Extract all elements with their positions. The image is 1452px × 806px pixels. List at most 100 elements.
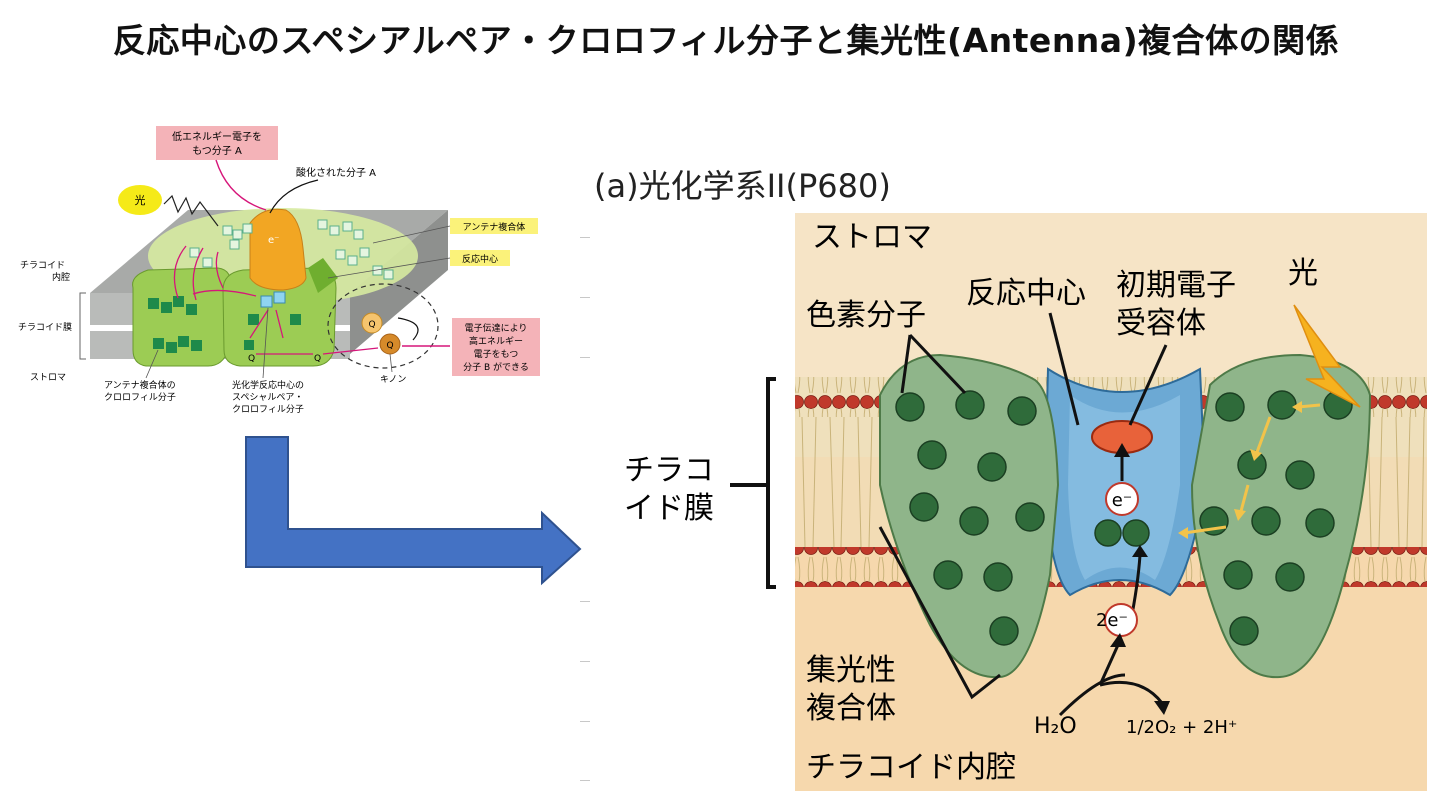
antenna-complex-block (132, 267, 231, 367)
axis-tick (580, 297, 590, 298)
axis-tick (580, 780, 590, 781)
pigment-leader-2 (908, 333, 967, 395)
rc-leader (327, 257, 451, 279)
electron-in-arrow (215, 159, 267, 211)
pigment-leader-1 (900, 334, 912, 394)
p680-right (1122, 519, 1150, 547)
rc-green-wedge (308, 258, 338, 293)
panel-header: (a)光化学系II(P680) (594, 167, 891, 205)
energy-transfer-heads (1178, 401, 1302, 539)
quinone-a-label: Q (368, 320, 375, 330)
special-pair-line1: 光化学反応中心の (232, 379, 304, 391)
quinone-region (327, 283, 439, 369)
orange-reaction-protein (249, 208, 307, 291)
lhc-leader (878, 526, 1001, 700)
electron-mark: e⁻ (268, 235, 279, 246)
axis-tick (580, 721, 590, 722)
light-badge (118, 185, 162, 215)
to-quinone-arrow (322, 347, 379, 355)
pigment-molecules-left (895, 390, 1045, 646)
special-pair-line2: スペシャルペア・ (232, 393, 303, 403)
membrane-label: チラコイド膜 (18, 322, 72, 333)
light-zigzag (163, 194, 219, 227)
lhc-right (1190, 353, 1372, 679)
membrane-line2: イド膜 (624, 491, 714, 526)
antenna-complex-callout (450, 218, 538, 234)
antenna-chl-line1: アンテナ複合体の (104, 379, 176, 391)
left-thylakoid-diagram: 光 低エネルギー電子を もつ分子 A 酸化された分子 A e⁻ Q Q Q Q … (18, 126, 540, 415)
light-label: 光 (1288, 256, 1318, 291)
dark-chlorophyll-squares (148, 296, 301, 353)
high-energy-line1: 電子伝達により (465, 322, 528, 334)
axis-tick (580, 601, 590, 602)
reaction-center-label: 反応中心 (462, 253, 498, 265)
two-electron-label: 2e⁻ (1096, 610, 1128, 631)
antenna-chl-line2: クロロフィル分子 (104, 392, 176, 403)
membrane-bracket (79, 292, 86, 360)
reaction-center-leader (1048, 312, 1080, 426)
light-label: 光 (135, 193, 146, 207)
reaction-center-label: 反応中心 (966, 276, 1086, 311)
high-energy-box (452, 318, 540, 376)
water-to-electron-head (1110, 633, 1126, 647)
big-arrow (245, 436, 582, 586)
water-label: H₂O (1034, 714, 1077, 739)
acceptor-line2: 受容体 (1116, 306, 1206, 341)
special-pair-b (273, 291, 286, 304)
to-products-head (1154, 701, 1170, 715)
oxidized-label: 酸化された分子 A (296, 166, 376, 179)
acceptor-line1: 初期電子 (1116, 268, 1236, 303)
q-label-a: Q (248, 354, 255, 364)
quinone-label: キノン (380, 375, 406, 385)
lhc-line2: 複合体 (806, 691, 896, 726)
water-to-electron-arrow (1098, 644, 1120, 686)
products-label: 1/2O₂ + 2H⁺ (1126, 717, 1237, 738)
low-energy-line2: もつ分子 A (192, 145, 242, 157)
antenna-complex-label: アンテナ複合体 (463, 221, 526, 233)
quinone-a (361, 312, 383, 334)
high-energy-line2: 高エネルギー (469, 335, 523, 347)
high-energy-line3: 電子をもつ (474, 349, 519, 360)
membrane-bracket (766, 377, 776, 589)
page-title: 反応中心のスペシアルペア・クロロフィル分子と集光性(Antenna)複合体の関係 (112, 21, 1340, 60)
big-arrow-shape (245, 436, 582, 586)
lipid-tail-lines (801, 416, 1425, 548)
water-split-arrow (1058, 673, 1126, 717)
to-products-arrow (1099, 680, 1164, 704)
quinone-b-label: Q (386, 341, 393, 351)
axis-tick (580, 357, 590, 358)
lhc-line1: 集光性 (806, 653, 896, 688)
two-electron-up-head (1132, 545, 1148, 557)
lumen-label-2: 内腔 (52, 271, 70, 283)
axis-tick (580, 237, 590, 238)
electron-badge (1105, 482, 1139, 516)
antenna-chl-leader (145, 349, 159, 379)
electron-up-head (1114, 443, 1130, 457)
energy-transfer-arrows (173, 245, 313, 355)
photosystem-ii-diagram: (a)光化学系II(P680) (594, 167, 1427, 791)
special-pair-line3: クロロフィル分子 (232, 404, 304, 415)
stroma-label: ストロマ (812, 220, 932, 255)
special-pair-a (260, 295, 273, 308)
stroma-label: ストロマ (30, 373, 66, 383)
lumen-label-1: チラコイド (20, 260, 65, 271)
axis-tick (580, 661, 590, 662)
electron-label: e⁻ (1112, 490, 1133, 511)
antenna-chlorophyll-squares (189, 219, 394, 280)
high-energy-line4: 分子 B ができる (463, 361, 529, 373)
low-energy-line1: 低エネルギー電子を (172, 130, 262, 143)
pigment-label: 色素分子 (806, 298, 926, 333)
reaction-center-callout (450, 250, 510, 266)
acceptor-leader (1128, 344, 1168, 426)
lightning-bolt (1293, 304, 1361, 408)
antenna-leader (372, 225, 451, 244)
p680-left (1094, 519, 1122, 547)
membrane-line1: チラコ (624, 453, 714, 488)
oxidized-out-arrow (269, 179, 319, 214)
q-label-b: Q (314, 354, 321, 364)
lumen-label: チラコイド内腔 (806, 750, 1016, 785)
quinone-leader (389, 353, 393, 373)
special-pair-leader (262, 307, 269, 379)
low-energy-box (156, 126, 278, 160)
quinone-cycle-arrow (397, 317, 419, 341)
